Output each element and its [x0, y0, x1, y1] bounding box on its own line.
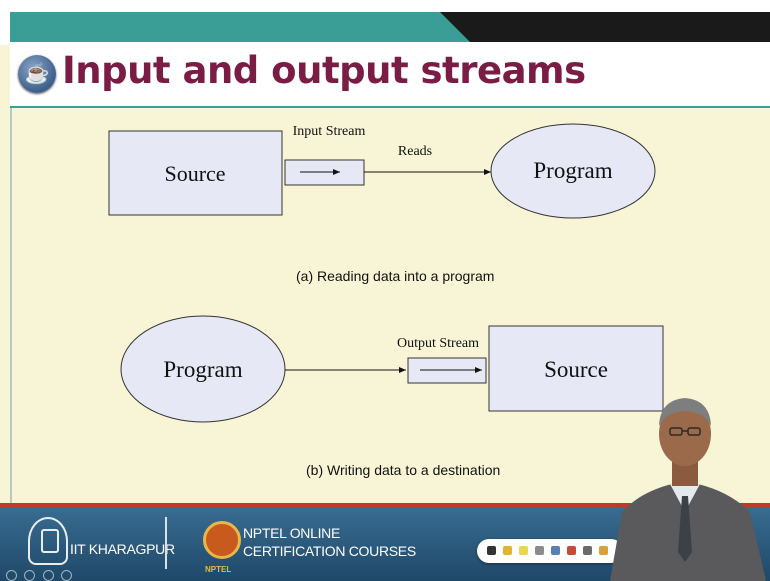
color-tool-icon[interactable]	[567, 546, 576, 555]
reads-label: Reads	[398, 144, 432, 159]
pen-tool-icon[interactable]	[503, 546, 512, 555]
title-divider	[10, 106, 770, 108]
footer-red-rule	[0, 503, 770, 508]
stream-diagram: Source Input Stream Reads Program Progra…	[108, 123, 664, 423]
caption-writing: (b) Writing data to a destination	[306, 462, 501, 478]
bottom-source-box	[488, 325, 664, 412]
iit-emblem-icon	[28, 517, 68, 565]
top-source-box	[108, 130, 283, 216]
top-source-label: Source	[164, 161, 225, 186]
nptel-logo-label: NPTEL	[205, 565, 232, 574]
next-slide-icon[interactable]	[61, 570, 73, 581]
input-stream-label: Input Stream	[293, 124, 366, 139]
output-stream-label: Output Stream	[397, 336, 479, 351]
top-banner	[0, 0, 770, 45]
nptel-line2: CERTIFICATION COURSES	[243, 543, 416, 559]
footer-separator	[165, 517, 167, 569]
pointer-tool-icon[interactable]	[487, 546, 496, 555]
eraser-tool-icon[interactable]	[535, 546, 544, 555]
bottom-program-label: Program	[163, 357, 242, 382]
bottom-program-ellipse	[120, 315, 286, 423]
slide-title: Input and output streams	[62, 49, 586, 92]
nptel-line1: NPTEL ONLINE	[243, 525, 341, 541]
marker-tool-icon[interactable]	[599, 546, 608, 555]
presenter-video-overlay	[610, 398, 766, 581]
nptel-logo-icon	[203, 521, 241, 559]
menu-icon[interactable]	[24, 570, 36, 581]
top-program-ellipse	[490, 123, 656, 219]
presentation-toolbar	[477, 539, 623, 563]
iit-kharagpur-label: IIT KHARAGPUR	[70, 541, 175, 557]
top-program-label: Program	[533, 158, 612, 183]
java-logo-icon: ☕	[18, 55, 56, 93]
prev-slide-icon[interactable]	[6, 570, 17, 581]
shape-tool-icon[interactable]	[551, 546, 560, 555]
title-bar	[10, 42, 770, 106]
caption-reading: (a) Reading data into a program	[296, 268, 495, 284]
slide-nav-controls	[6, 568, 75, 581]
undo-tool-icon[interactable]	[583, 546, 592, 555]
zoom-icon[interactable]	[42, 570, 54, 581]
top-banner-dark	[440, 12, 770, 42]
bottom-source-label: Source	[544, 357, 608, 382]
left-margin-rule	[10, 108, 12, 503]
highlighter-tool-icon[interactable]	[519, 546, 528, 555]
